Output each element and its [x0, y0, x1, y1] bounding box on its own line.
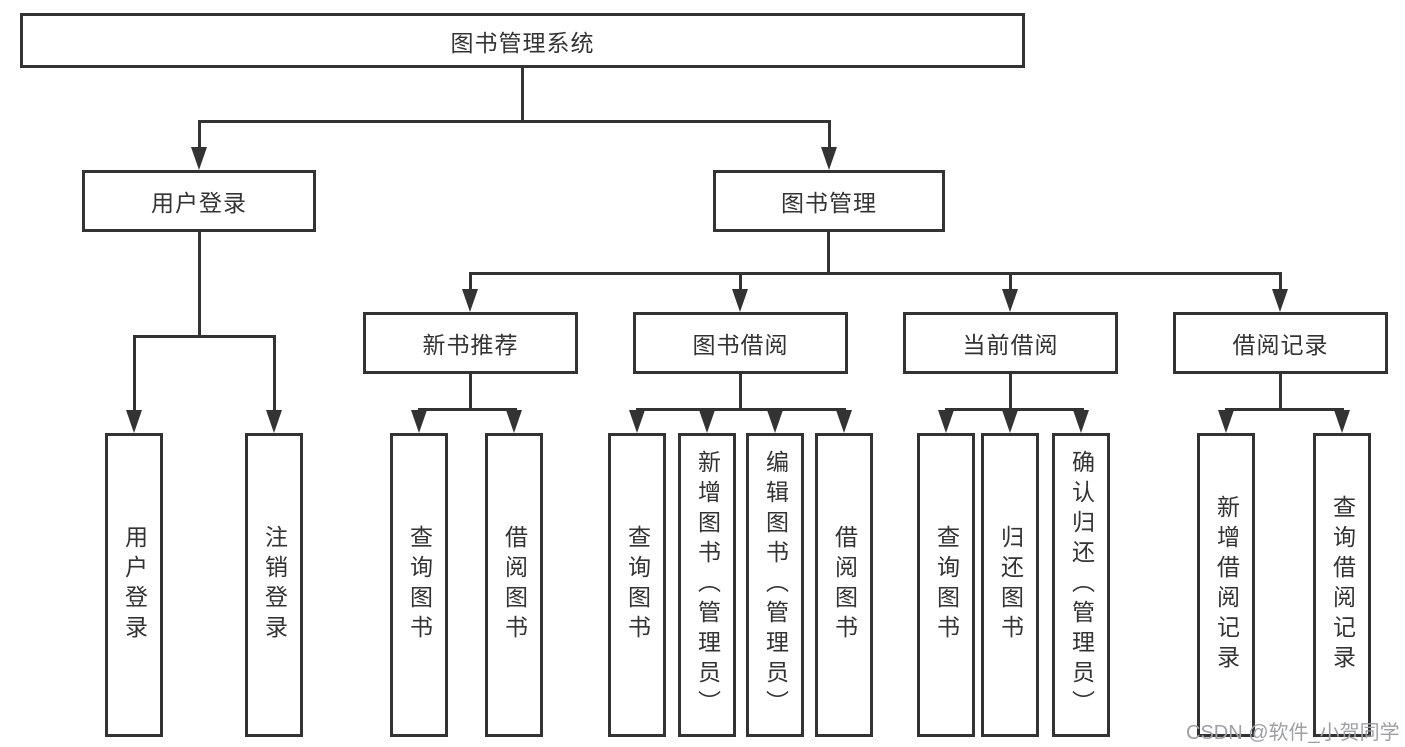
connector-line — [418, 408, 517, 411]
leaf-return-book: 归还图书 — [981, 433, 1039, 737]
leaf-label: 新增借阅记录 — [1213, 495, 1240, 675]
leaf-borrow-books-1: 借阅图书 — [485, 433, 543, 737]
connector-line — [1009, 272, 1012, 291]
arrowhead — [1002, 289, 1018, 312]
leaf-label: 查询借阅记录 — [1329, 495, 1356, 675]
leaf-logout: 注销登录 — [245, 433, 303, 737]
connector-line — [469, 374, 472, 411]
arrowhead — [821, 147, 837, 170]
arrowhead — [732, 289, 748, 312]
leaf-query-books-3: 查询图书 — [917, 433, 975, 737]
arrowhead — [938, 410, 954, 433]
arrowhead — [1334, 410, 1350, 433]
arrowhead — [1218, 410, 1234, 433]
node-new-book-recommend: 新书推荐 — [363, 312, 578, 374]
arrowhead — [836, 410, 852, 433]
connector-line — [521, 68, 524, 122]
leaf-label: 用户登录 — [121, 525, 148, 645]
node-borrow-records: 借阅记录 — [1173, 312, 1388, 374]
connector-line — [1225, 408, 1344, 411]
arrowhead — [126, 410, 142, 433]
node-root-system: 图书管理系统 — [20, 13, 1025, 68]
node-label: 图书管理 — [781, 190, 877, 216]
connector-line — [945, 408, 1084, 411]
leaf-query-books-2: 查询图书 — [608, 433, 666, 737]
arrowhead — [266, 410, 282, 433]
connector-line — [1279, 374, 1282, 411]
leaf-add-borrow-record: 新增借阅记录 — [1197, 433, 1255, 737]
connector-line — [198, 120, 831, 123]
arrowhead — [629, 410, 645, 433]
node-book-borrow: 图书借阅 — [633, 312, 848, 374]
node-user-login: 用户登录 — [82, 170, 316, 232]
csdn-watermark: CSDN @软件_小贺同学 — [1186, 722, 1400, 744]
connector-line — [827, 232, 830, 275]
node-label: 用户登录 — [151, 190, 247, 216]
leaf-borrow-books-2: 借阅图书 — [815, 433, 873, 737]
arrowhead — [767, 410, 783, 433]
node-label: 新书推荐 — [422, 332, 519, 358]
arrowhead — [699, 410, 715, 433]
connector-line — [739, 374, 742, 411]
leaf-label: 归还图书 — [997, 525, 1024, 645]
arrowhead — [191, 147, 207, 170]
connector-line — [469, 272, 472, 291]
leaf-label: 借阅图书 — [501, 525, 528, 645]
leaf-add-book-admin: 新增图书（管理员） — [678, 433, 736, 737]
node-label: 当前借阅 — [962, 332, 1059, 358]
leaf-label: 确认归还（管理员） — [1068, 450, 1095, 720]
leaf-label: 编辑图书（管理员） — [762, 450, 789, 720]
connector-line — [739, 272, 742, 291]
connector-line — [198, 232, 201, 338]
node-book-management: 图书管理 — [713, 170, 945, 232]
leaf-label: 查询图书 — [933, 525, 960, 645]
arrowhead — [506, 410, 522, 433]
connector-line — [133, 335, 136, 412]
arrowhead — [411, 410, 427, 433]
node-label: 图书管理系统 — [450, 29, 595, 56]
node-current-borrow: 当前借阅 — [903, 312, 1118, 374]
leaf-user-login: 用户登录 — [105, 433, 163, 737]
arrowhead — [1272, 289, 1288, 312]
leaf-query-books-1: 查询图书 — [390, 433, 448, 737]
arrowhead — [462, 289, 478, 312]
connector-line — [273, 335, 276, 412]
connector-line — [1279, 272, 1282, 291]
arrowhead — [1002, 410, 1018, 433]
leaf-confirm-return-admin: 确认归还（管理员） — [1052, 433, 1110, 737]
leaf-query-borrow-record: 查询借阅记录 — [1313, 433, 1371, 737]
arrowhead — [1073, 410, 1089, 433]
leaf-label: 借阅图书 — [831, 525, 858, 645]
leaf-label: 查询图书 — [624, 525, 651, 645]
connector-line — [636, 408, 846, 411]
node-label: 图书借阅 — [692, 332, 789, 358]
leaf-label: 新增图书（管理员） — [694, 450, 721, 720]
leaf-label: 查询图书 — [406, 525, 433, 645]
connector-line — [469, 272, 1282, 275]
connector-line — [198, 120, 201, 149]
leaf-edit-book-admin: 编辑图书（管理员） — [746, 433, 804, 737]
connector-line — [828, 120, 831, 149]
connector-line — [1009, 374, 1012, 411]
connector-line — [133, 335, 276, 338]
leaf-label: 注销登录 — [261, 525, 288, 645]
node-label: 借阅记录 — [1232, 332, 1329, 358]
